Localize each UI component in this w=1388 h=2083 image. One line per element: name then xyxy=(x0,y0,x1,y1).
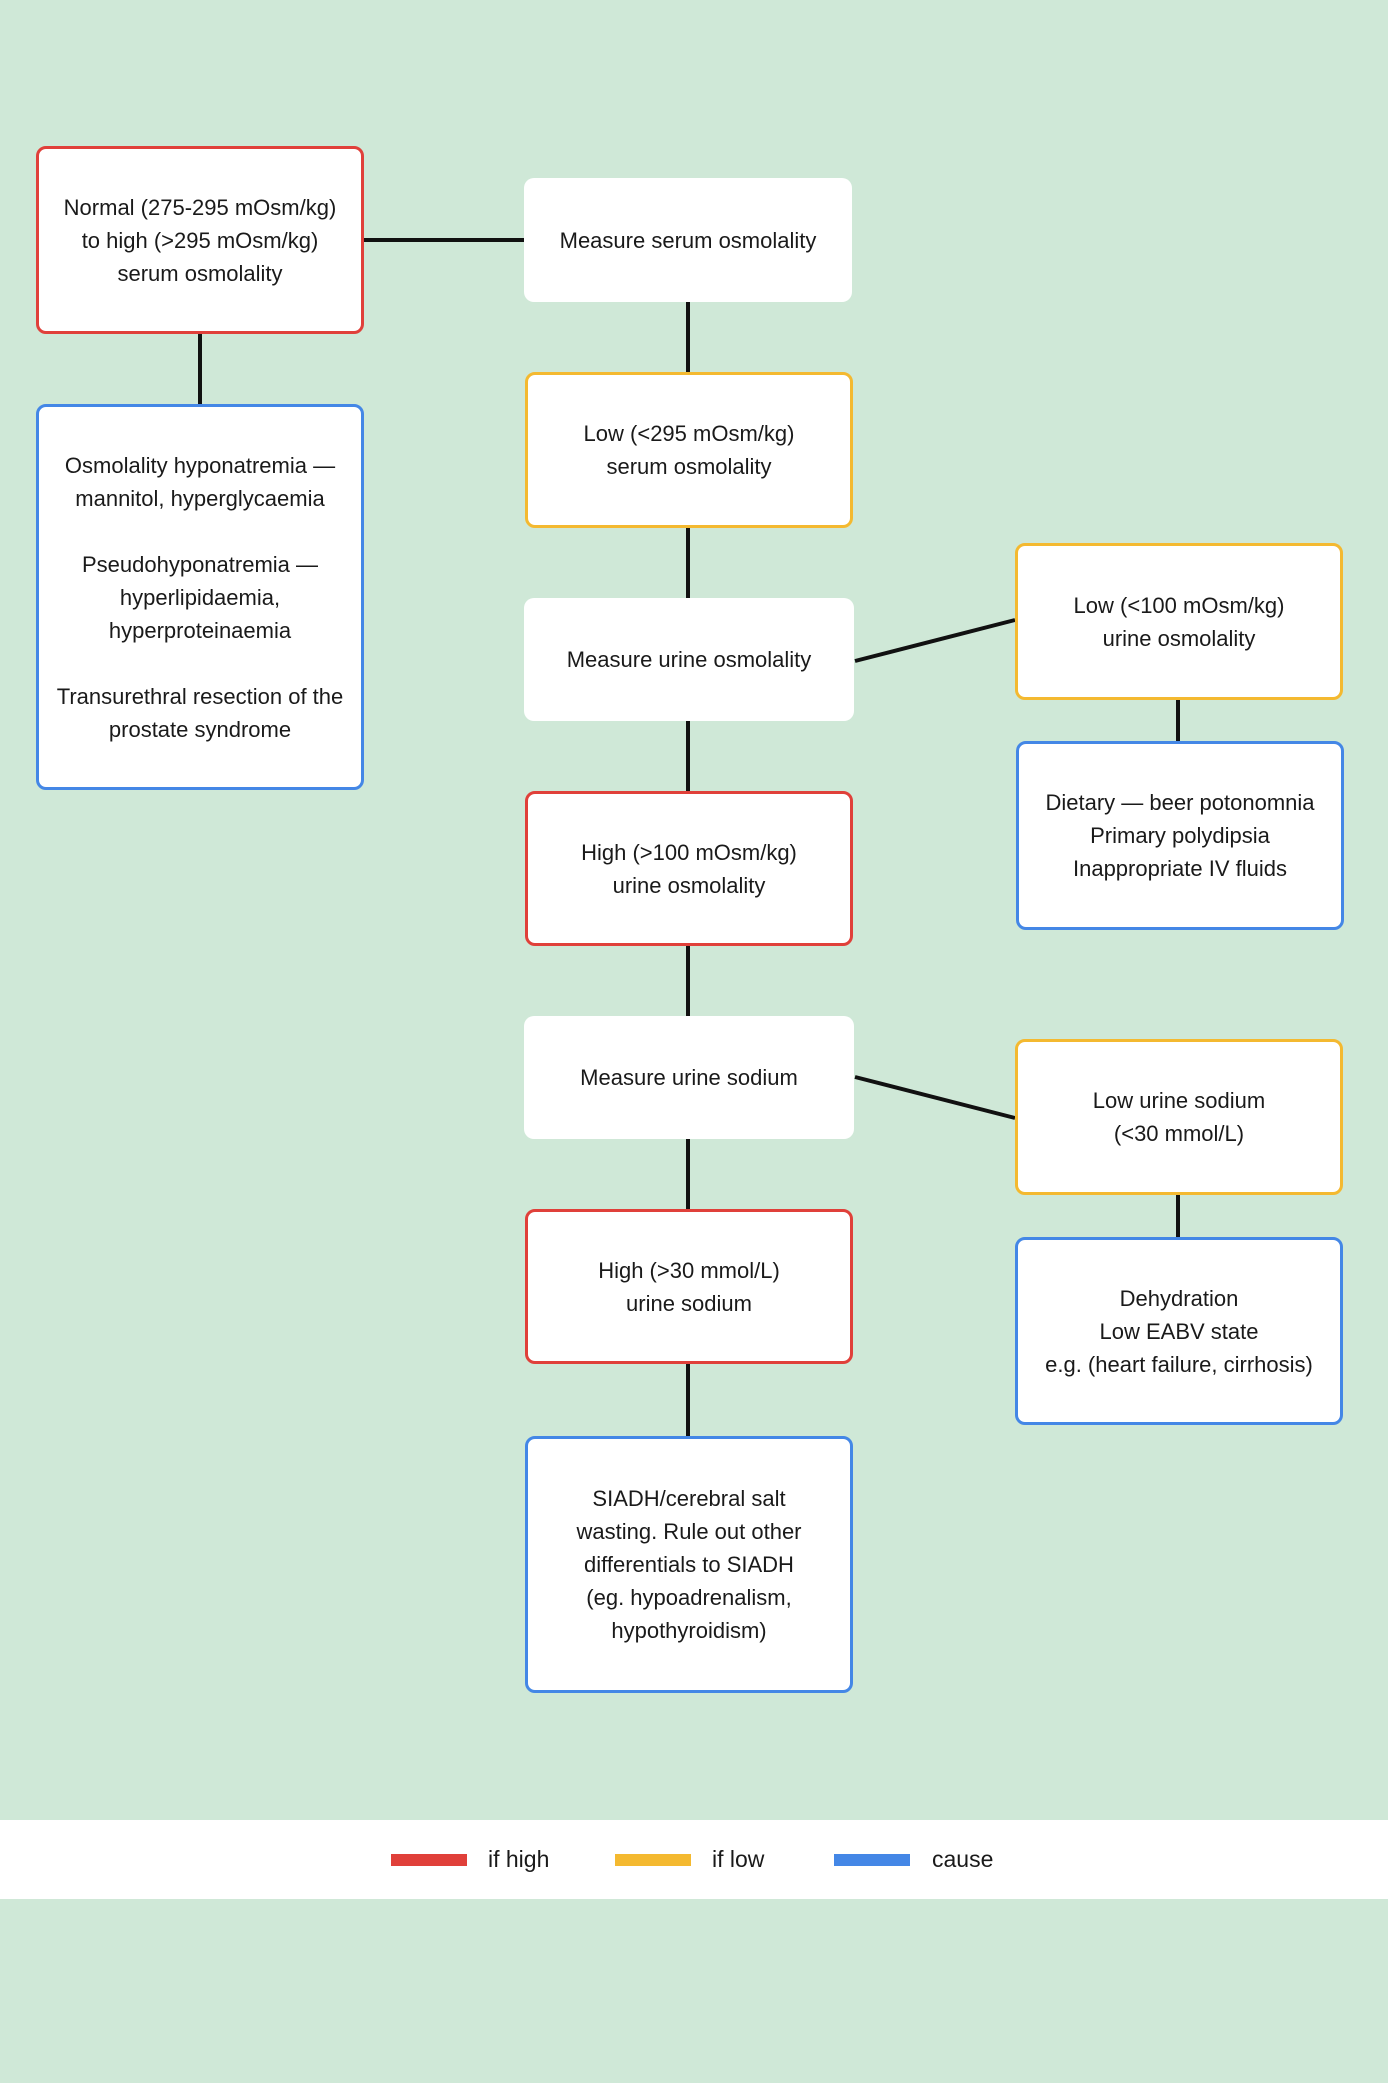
node-text-line: to high (>295 mOsm/kg) xyxy=(81,227,319,253)
node-text-line: hyperproteinaemia xyxy=(108,617,292,643)
node-text-line: Low EABV state xyxy=(1099,1318,1259,1344)
node-text-line: Normal (275-295 mOsm/kg) xyxy=(63,194,337,220)
node-text-line: Inappropriate IV fluids xyxy=(1072,856,1288,881)
legend-high-label: if high xyxy=(488,1846,550,1872)
legend-cause-label: cause xyxy=(932,1846,994,1872)
node-text-line: Measure urine sodium xyxy=(580,1065,798,1090)
node-text-line: Pseudohyponatremia — xyxy=(81,551,319,577)
node-text-line: Transurethral resection of the xyxy=(56,683,344,709)
node-text-line: mannitol, hyperglycaemia xyxy=(75,485,325,511)
measure-urine-osmolality-node: Measure urine osmolality xyxy=(524,598,854,721)
osmolality-causes-node: Osmolality hyponatremia — mannitol, hyper… xyxy=(36,404,364,790)
node-text-line: urine osmolality xyxy=(1102,625,1256,651)
legend-low-swatch xyxy=(615,1854,691,1866)
node-text-line: Measure urine osmolality xyxy=(566,647,812,672)
node-text-line: Low (<295 mOsm/kg) xyxy=(583,421,795,446)
node-text-line: Primary polydipsia xyxy=(1090,823,1270,848)
node-text-line: urine osmolality xyxy=(612,872,766,898)
legend: if high if low cause xyxy=(0,1820,1388,1899)
measure-serum-osmolality-node: Measure serum osmolality xyxy=(524,178,852,302)
node-text-line: hypothyroidism) xyxy=(611,1618,767,1643)
node-text-line: High (>30 mmol/L) xyxy=(598,1257,780,1283)
node-text-line: Osmolality hyponatremia — xyxy=(64,452,336,478)
measure-urine-sodium-node: Measure urine sodium xyxy=(524,1016,854,1139)
connector xyxy=(854,618,1016,663)
high-urine-sodium-node: High (>30 mmol/L) urine sodium xyxy=(525,1209,853,1364)
legend-high-swatch xyxy=(391,1854,467,1866)
legend-cause-swatch xyxy=(834,1854,910,1866)
node-text-line: Dietary — beer potonomnia xyxy=(1045,790,1315,815)
siadh-node: SIADH/cerebral salt wasting. Rule out oth… xyxy=(525,1436,853,1693)
node-text-line: differentials to SIADH xyxy=(584,1552,794,1577)
low-urine-osmolality-node: Low (<100 mOsm/kg) urine osmolality xyxy=(1015,543,1343,700)
node-text-line: wasting. Rule out other xyxy=(576,1519,802,1544)
connector xyxy=(854,1075,1016,1120)
node-text-line: Low urine sodium xyxy=(1092,1088,1266,1113)
normal-high-serum-osmolality-node: Normal (275-295 mOsm/kg) to high (>295 mO… xyxy=(36,146,364,334)
node-text-line: SIADH/cerebral salt xyxy=(592,1486,786,1511)
high-urine-osmolality-node: High (>100 mOsm/kg) urine osmolality xyxy=(525,791,853,946)
node-text-line: urine sodium xyxy=(626,1290,752,1316)
low-urine-sodium-node: Low urine sodium (<30 mmol/L) xyxy=(1015,1039,1343,1195)
node-text-line: Dehydration xyxy=(1119,1285,1239,1311)
node-text-line: High (>100 mOsm/kg) xyxy=(581,839,797,865)
node-text-line: Low (<100 mOsm/kg) xyxy=(1073,592,1285,618)
node-text-line: serum osmolality xyxy=(117,260,283,286)
node-text-line: e.g. (heart failure, cirrhosis) xyxy=(1045,1351,1313,1377)
node-text-line: (eg. hypoadrenalism, xyxy=(586,1585,792,1610)
node-text-line: (<30 mmol/L) xyxy=(1113,1121,1245,1146)
node-text-line: hyperlipidaemia, xyxy=(119,584,281,610)
node-text-line: Measure serum osmolality xyxy=(559,227,817,253)
legend-low-label: if low xyxy=(712,1846,765,1872)
node-text-line: serum osmolality xyxy=(606,454,772,479)
node-text-line: prostate syndrome xyxy=(108,716,292,742)
low-serum-osmolality-node: Low (<295 mOsm/kg) serum osmolality xyxy=(525,372,853,528)
